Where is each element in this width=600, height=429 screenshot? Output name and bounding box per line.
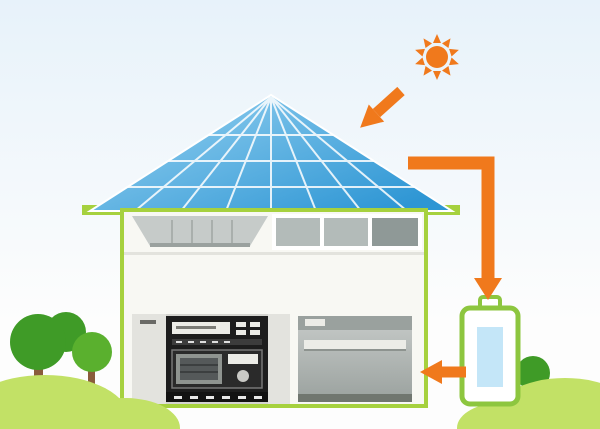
battery-charge-level <box>477 327 503 387</box>
right-bush-small <box>457 402 553 429</box>
range-hood-vent <box>132 216 268 247</box>
solar-panel-grid <box>127 96 415 212</box>
house-body <box>120 208 428 408</box>
hood-slats <box>171 220 233 243</box>
arrow-sun-to-roof <box>360 86 405 128</box>
microwave-knob <box>237 370 249 382</box>
dishwasher <box>298 316 412 402</box>
energy-flow-arrows <box>360 86 502 384</box>
left-tree-2 <box>72 332 112 372</box>
sun-rays <box>415 34 459 80</box>
arrow-battery-to-appliance <box>420 360 466 384</box>
cabinet-handle <box>140 320 156 324</box>
left-bush-small <box>70 398 180 429</box>
window-pane <box>276 218 320 246</box>
dishwasher-control <box>305 319 325 326</box>
microwave-display <box>228 354 258 364</box>
solar-panel-roof <box>86 93 456 212</box>
second-floor-windows <box>272 214 422 250</box>
window-pane <box>372 218 418 246</box>
appliance-base <box>166 392 268 402</box>
microwave-oven <box>171 349 263 389</box>
arrow-roof-to-battery <box>408 156 502 300</box>
oven-control-panel <box>172 322 262 345</box>
sun-icon <box>415 34 459 80</box>
storage-battery <box>459 295 521 407</box>
left-tree <box>10 314 66 370</box>
dishwasher-handle <box>304 340 406 349</box>
window-pane <box>324 218 368 246</box>
floor-divider <box>124 252 424 255</box>
oven-microwave-unit <box>132 314 290 404</box>
left-greenery <box>0 312 180 429</box>
